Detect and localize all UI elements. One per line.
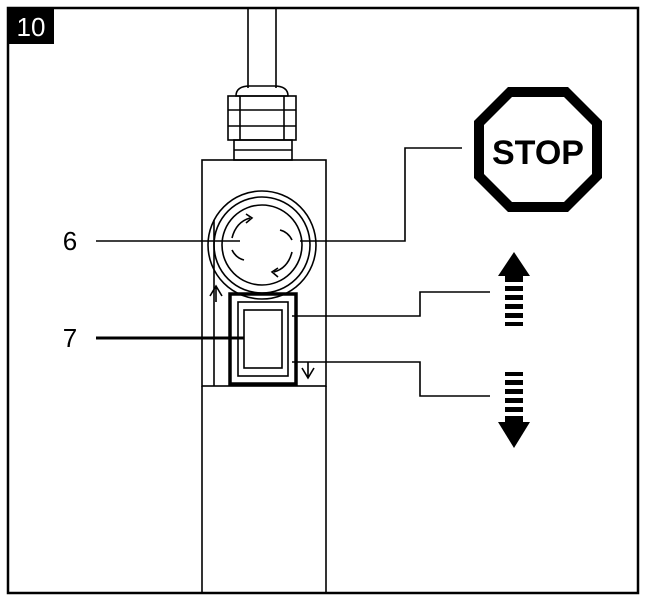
callout-number-7: 7 [63, 323, 77, 353]
figure-number-badge: 10 [8, 8, 54, 44]
up-arrow-icon [498, 252, 530, 326]
up-leader-line [292, 291, 490, 317]
stop-sign-icon: STOP [474, 87, 602, 212]
stop-sign-label: STOP [492, 134, 584, 172]
down-leader-line [292, 361, 490, 397]
rotate-arrow-icon [231, 217, 251, 239]
cable [247, 8, 277, 88]
cable-gland [227, 85, 297, 161]
callout-number-6: 6 [63, 226, 77, 256]
small-down-arrow-icon [301, 362, 315, 380]
down-arrow-icon [498, 372, 530, 448]
figure-number: 10 [17, 12, 46, 42]
small-up-arrow-icon [209, 284, 223, 302]
stop-leader-line [300, 147, 462, 242]
